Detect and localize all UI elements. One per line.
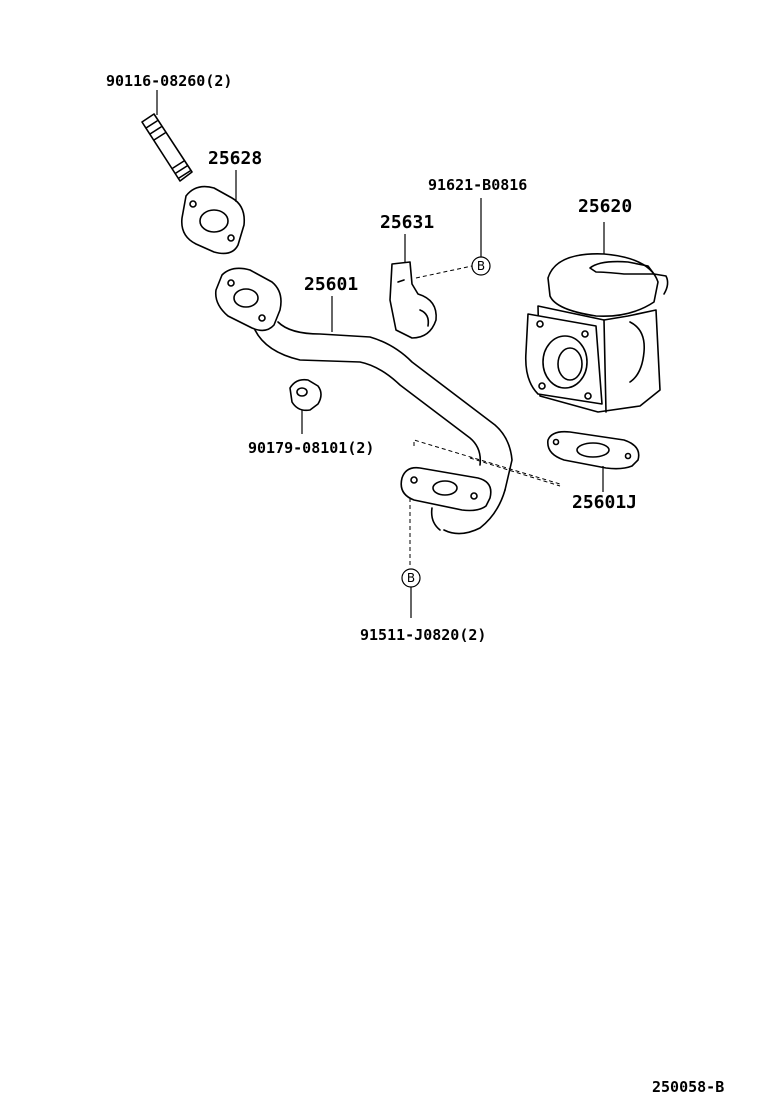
gasket-top	[180, 185, 246, 255]
label-egr-valve: 25620	[578, 196, 632, 217]
label-nut: 90179-08101(2)	[248, 439, 374, 457]
alignment-line-clamp	[415, 265, 473, 279]
gasket-valve	[547, 430, 640, 470]
label-pipe: 25601	[304, 274, 358, 295]
stud-bolt	[141, 113, 193, 182]
egr-pipe	[214, 267, 513, 535]
alignment-line-valve	[469, 457, 561, 487]
label-clamp-bolt: 91621-B0816	[428, 176, 527, 194]
figure-code: 250058-B	[652, 1078, 724, 1096]
nut	[289, 378, 322, 412]
egr-valve	[524, 253, 669, 413]
marker-b-lower: B	[401, 568, 421, 588]
marker-b-lower-text: B	[407, 571, 415, 585]
label-gasket-valve: 25601J	[572, 492, 637, 513]
label-gasket-top: 25628	[208, 148, 262, 169]
marker-b-upper: B	[471, 256, 491, 276]
label-flange-bolt: 91511-J0820(2)	[360, 626, 486, 644]
marker-b-upper-text: B	[477, 259, 485, 273]
label-stud-bolt: 90116-08260(2)	[106, 72, 232, 90]
clamp	[389, 261, 437, 339]
label-clamp: 25631	[380, 212, 434, 233]
alignment-line-upper	[413, 439, 561, 485]
